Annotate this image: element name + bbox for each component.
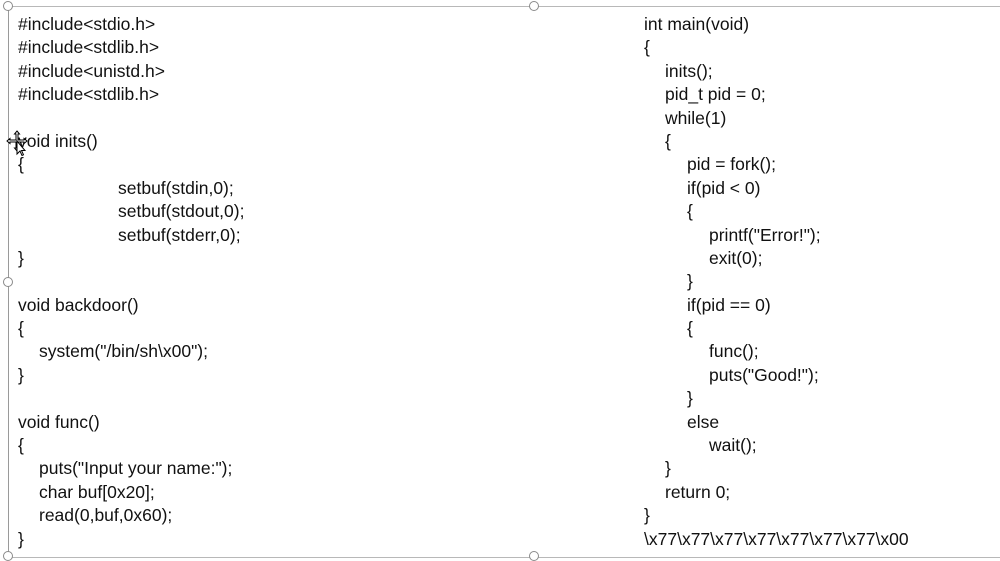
code-line: system("/bin/sh\x00"); bbox=[39, 341, 209, 362]
code-line: #include<stdlib.h> bbox=[18, 84, 160, 105]
code-line: wait(); bbox=[709, 435, 757, 456]
code-line: void backdoor() bbox=[18, 294, 139, 315]
code-line: { bbox=[18, 435, 24, 456]
code-line bbox=[18, 270, 244, 293]
code-line: { bbox=[665, 130, 671, 151]
resize-handle-bottom-left[interactable] bbox=[3, 551, 13, 561]
code-line: #include<unistd.h> bbox=[18, 60, 165, 81]
code-line: void inits() bbox=[18, 130, 98, 151]
resize-handle-top-left[interactable] bbox=[3, 1, 13, 11]
code-text-left[interactable]: #include<stdio.h> #include<stdlib.h> #in… bbox=[18, 13, 244, 551]
code-line bbox=[18, 107, 244, 130]
code-line: { bbox=[687, 318, 693, 339]
code-line: { bbox=[18, 154, 24, 175]
code-line: } bbox=[18, 247, 24, 268]
code-line: } bbox=[18, 528, 24, 549]
code-line: #include<stdlib.h> bbox=[18, 37, 160, 58]
code-line: pid = fork(); bbox=[687, 154, 776, 175]
code-line: char buf[0x20]; bbox=[39, 481, 155, 502]
code-line: } bbox=[18, 364, 24, 385]
code-line: { bbox=[644, 37, 650, 58]
code-line: setbuf(stdout,0); bbox=[118, 201, 245, 222]
code-line: read(0,buf,0x60); bbox=[39, 505, 173, 526]
resize-handle-top-center[interactable] bbox=[529, 1, 539, 11]
code-line: } bbox=[644, 505, 650, 526]
code-line: { bbox=[18, 318, 24, 339]
code-text-right[interactable]: int main(void) { inits(); pid_t pid = 0;… bbox=[644, 13, 909, 551]
code-line: puts("Good!"); bbox=[709, 364, 819, 385]
resize-handle-middle-left[interactable] bbox=[3, 277, 13, 287]
code-line: while(1) bbox=[665, 107, 727, 128]
code-line: if(pid < 0) bbox=[687, 177, 761, 198]
code-line: exit(0); bbox=[709, 247, 763, 268]
code-line: else bbox=[687, 411, 720, 432]
code-line: } bbox=[687, 271, 693, 292]
code-line: void func() bbox=[18, 411, 100, 432]
code-line: pid_t pid = 0; bbox=[665, 84, 766, 105]
code-line: inits(); bbox=[665, 60, 713, 81]
code-line: setbuf(stdin,0); bbox=[118, 177, 234, 198]
code-line: { bbox=[687, 201, 693, 222]
code-line: } bbox=[687, 388, 693, 409]
code-line: setbuf(stderr,0); bbox=[118, 224, 241, 245]
code-line: printf("Error!"); bbox=[709, 224, 821, 245]
resize-handle-bottom-center[interactable] bbox=[529, 551, 539, 561]
code-line: return 0; bbox=[665, 481, 731, 502]
code-line: int main(void) bbox=[644, 14, 750, 34]
code-line: } bbox=[665, 458, 671, 479]
move-cursor-icon bbox=[6, 130, 28, 156]
code-line: func(); bbox=[709, 341, 759, 362]
code-line: #include<stdio.h> bbox=[18, 14, 156, 34]
code-line: \x77\x77\x77\x77\x77\x77\x77\x00 bbox=[644, 528, 909, 549]
code-line: if(pid == 0) bbox=[687, 294, 771, 315]
code-line bbox=[18, 387, 244, 410]
code-line: puts("Input your name:"); bbox=[39, 458, 233, 479]
